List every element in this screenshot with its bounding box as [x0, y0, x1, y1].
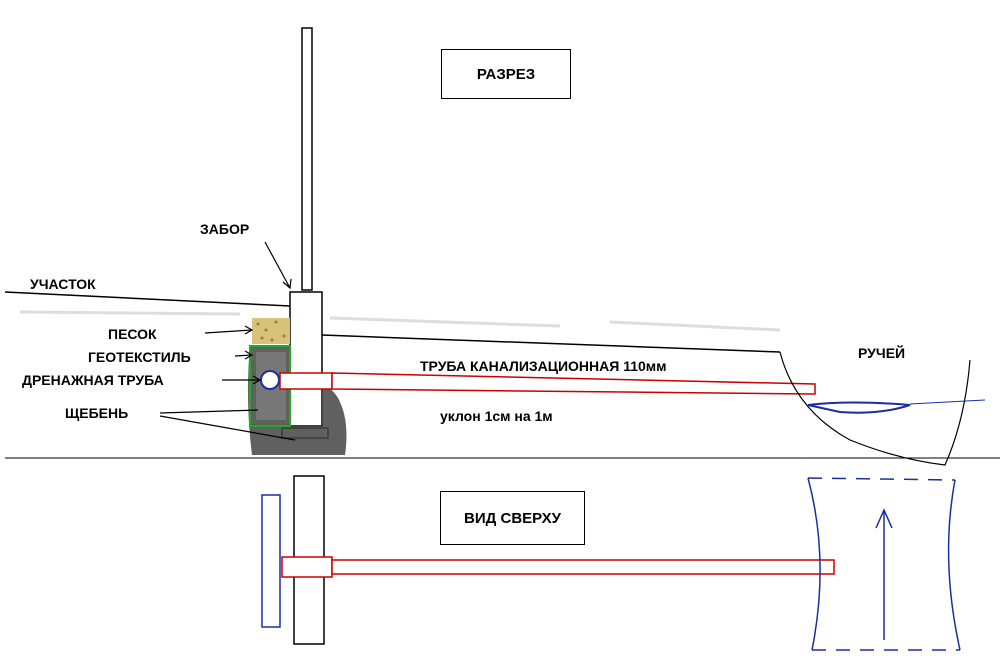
top-view-geotextile: [261, 494, 281, 628]
gravel-label: ЩЕБЕНЬ: [65, 405, 129, 421]
sewer-pipe-through-fence: [279, 372, 333, 390]
sewer-pipe-section: [331, 372, 816, 395]
section-title-box: РАЗРЕЗ: [441, 49, 571, 99]
faint-ground-marks: [19, 310, 781, 332]
plot-ground-line: [4, 291, 291, 307]
top-view-title-box: ВИД СВЕРХУ: [440, 491, 585, 545]
geotextile-label: ГЕОТЕКСТИЛЬ: [88, 349, 191, 365]
sand-texture: [256, 320, 286, 342]
top-view-pipe: [331, 559, 835, 575]
sewer-pipe-label: ТРУБА КАНАЛИЗАЦИОННАЯ 110мм: [420, 358, 667, 374]
sand-label: ПЕСОК: [108, 326, 157, 342]
section-title: РАЗРЕЗ: [476, 65, 536, 83]
ground-line-right: [321, 334, 781, 353]
drain-pipe-label: ДРЕНАЖНАЯ ТРУБА: [22, 372, 164, 388]
fence-post: [301, 27, 313, 291]
top-view-title: ВИД СВЕРХУ: [464, 509, 561, 527]
drain-pipe-circle: [260, 370, 280, 390]
fence-label: ЗАБОР: [200, 221, 250, 237]
slope-label: уклон 1см на 1м: [440, 408, 553, 424]
stream-water: [807, 401, 911, 414]
top-view-pipe-short: [281, 556, 333, 578]
plot-label: УЧАСТОК: [30, 276, 96, 292]
stream-bank: [779, 351, 971, 466]
stream-water-line: [909, 399, 986, 405]
stream-label: РУЧЕЙ: [858, 345, 906, 361]
fence-foundation: [289, 291, 323, 427]
label-arrows: [159, 241, 296, 441]
top-view-stream: [807, 477, 961, 651]
